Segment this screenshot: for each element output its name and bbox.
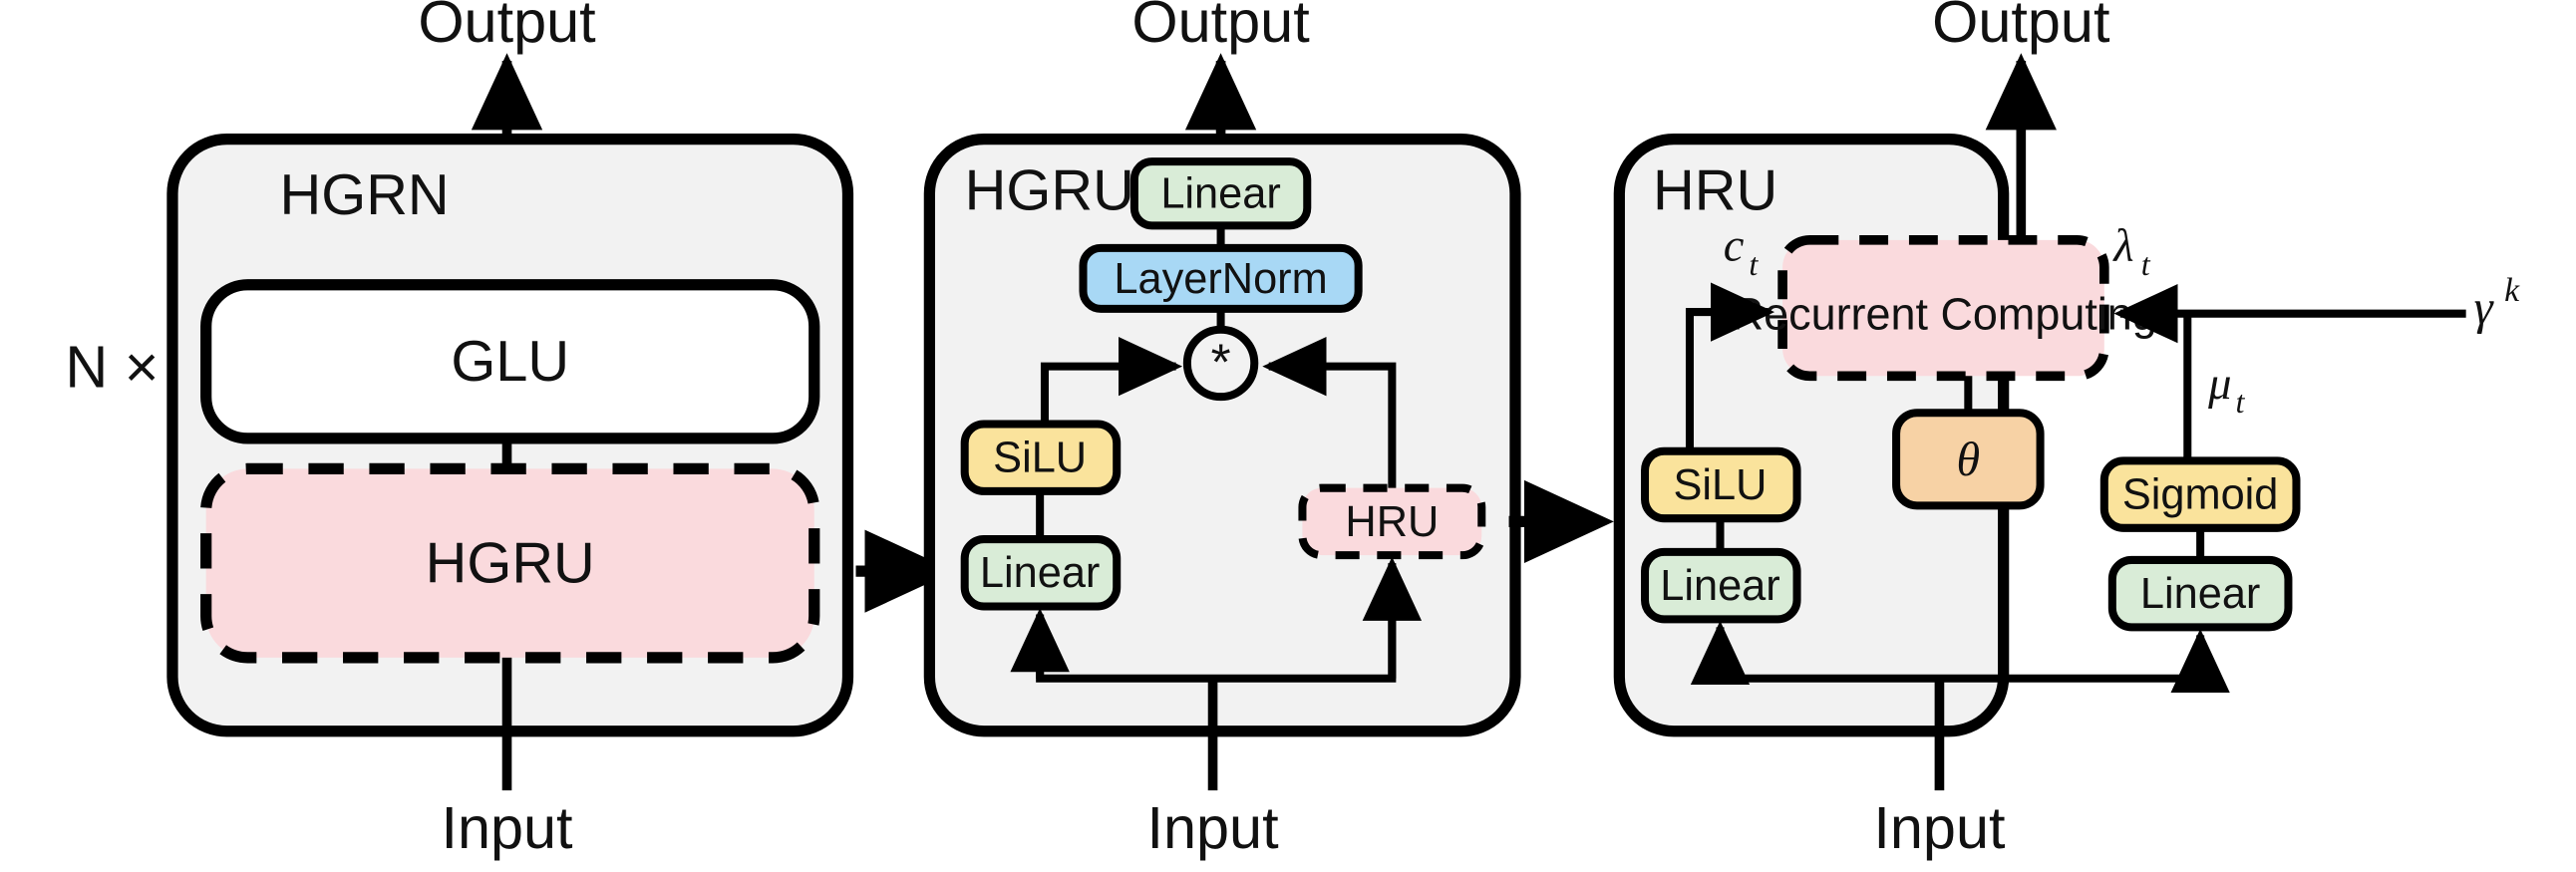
block-hru-linear-left[interactable]	[1641, 547, 1801, 624]
hgru-link-silu-to-mul	[1040, 336, 1183, 427]
hru-output-label: Output	[1932, 0, 2110, 55]
block-hgru-silu-label: SiLU	[993, 435, 1087, 482]
hgrn-input-label: Input	[441, 794, 573, 861]
block-hgru-hru-label: HRU	[1345, 498, 1439, 546]
hgrn-output-label: Output	[418, 0, 596, 55]
operator-multiply	[1182, 325, 1259, 402]
panel-hru: Output HRU Recurrent Computing c t λ t γ…	[1613, 0, 2520, 861]
block-recurrent-computing-label: Recurrent Computing	[1732, 289, 2157, 340]
block-layernorm-label: LayerNorm	[1114, 255, 1327, 303]
block-hgru-linear-out-label: Linear	[1160, 170, 1280, 218]
label-c-t: c	[1724, 221, 1745, 272]
hgrn-repeat-label: N ×	[65, 334, 159, 401]
block-hru-linear-left-label: Linear	[1660, 562, 1779, 610]
block-hru-linear-right-label: Linear	[2140, 570, 2260, 618]
hgru-title: HGRU	[965, 158, 1134, 222]
hgru-output-label: Output	[1131, 0, 1310, 55]
block-theta-label: θ	[1957, 434, 1981, 486]
block-hgru-linear-in-label: Linear	[980, 549, 1100, 597]
block-sigmoid-label: Sigmoid	[2122, 471, 2279, 519]
block-hgru-hru[interactable]	[1298, 483, 1486, 560]
panel-hgrn: Output HGRN N × GLU HGRU Input	[65, 0, 854, 861]
label-c-t-sub: t	[1749, 246, 1759, 282]
hgru-link-hru-to-mul	[1262, 336, 1397, 520]
block-hru-silu-label: SiLU	[1674, 461, 1768, 509]
block-hgru[interactable]	[200, 462, 820, 664]
label-mu-t: μ	[2207, 359, 2231, 410]
operator-multiply-label: *	[1211, 333, 1231, 391]
panel-hgru: Output HGRU Linear LayerNorm * SiLU Line…	[923, 0, 1521, 861]
hru-link-silu-to-rc	[1685, 282, 1775, 453]
block-hgru-linear-in[interactable]	[960, 535, 1122, 611]
block-recurrent-computing[interactable]	[1777, 235, 2109, 382]
hgru-input-label: Input	[1146, 794, 1279, 861]
block-hru-linear-right[interactable]	[2107, 555, 2293, 632]
hru-input-label: Input	[1873, 794, 2006, 861]
hgrn-title: HGRN	[280, 163, 450, 227]
label-lambda-t-sub: t	[2141, 246, 2151, 282]
label-mu-t-sub: t	[2235, 384, 2245, 420]
hru-title: HRU	[1653, 158, 1777, 222]
label-gamma-k: γ	[2474, 281, 2495, 334]
label-lambda-t: λ	[2111, 221, 2133, 272]
label-gamma-k-sup: k	[2504, 272, 2520, 309]
block-hgru-label: HGRU	[426, 531, 595, 595]
block-glu-label: GLU	[451, 330, 569, 394]
